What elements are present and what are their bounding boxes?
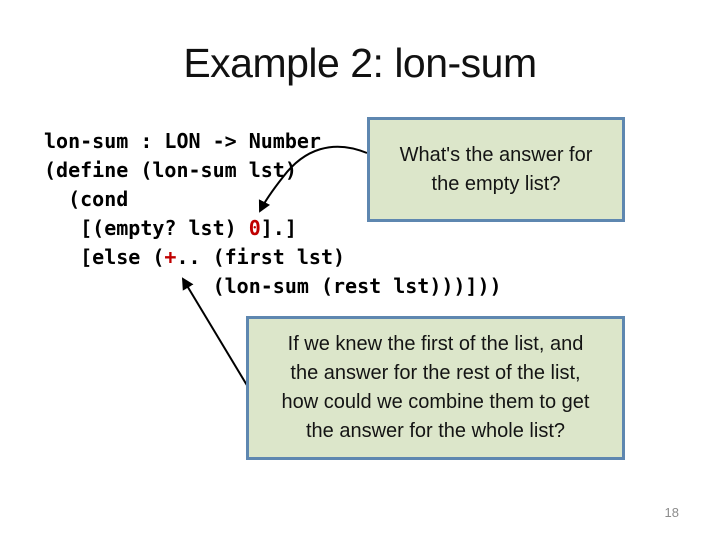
callout-empty-list-text: What's the answer for the empty list? <box>399 143 593 195</box>
slide-title: Example 2: lon-sum <box>183 40 537 86</box>
callout-combine-text: If we knew the first of the list, and th… <box>281 333 590 442</box>
code-line: (cond <box>44 187 129 211</box>
code-line: (lon-sum (rest lst)))])) <box>44 274 502 298</box>
page-number: 18 <box>664 505 679 520</box>
code-line: [else (+.. (first lst) <box>44 245 346 269</box>
code-line: [(empty? lst) 0].] <box>44 216 297 240</box>
callout-combine: If we knew the first of the list, and th… <box>246 316 625 460</box>
callout-empty-list: What's the answer for the empty list? <box>367 117 625 222</box>
